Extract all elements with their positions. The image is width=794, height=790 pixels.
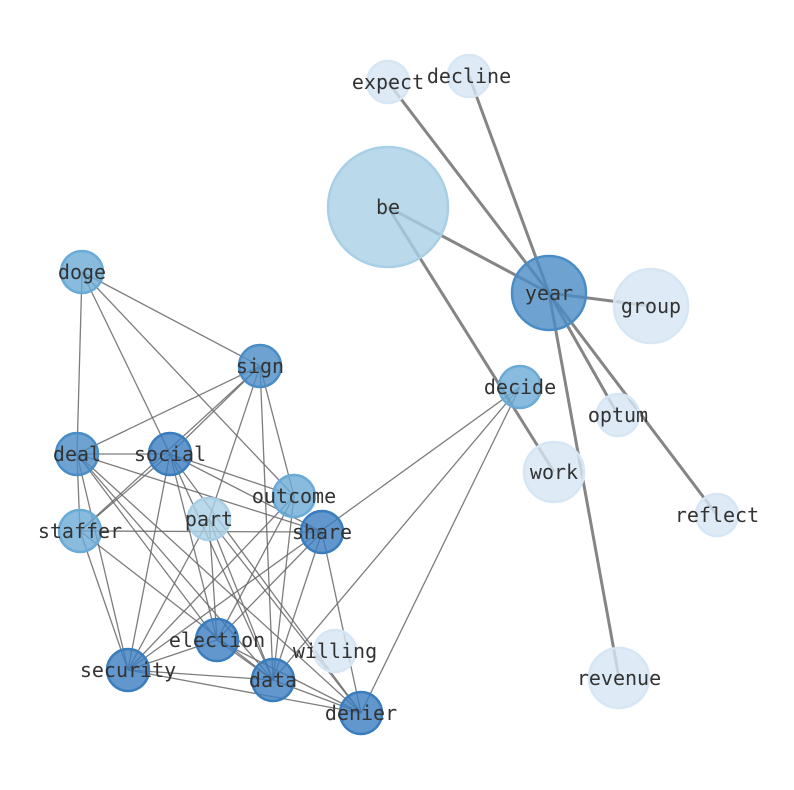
edge-social-data: [169, 453, 274, 681]
node-data[interactable]: [250, 657, 296, 703]
edge-security-denier: [127, 669, 362, 714]
node-label-staffer: staffer: [38, 519, 122, 543]
edge-expect-year: [386, 81, 551, 294]
node-label-share: share: [292, 520, 352, 544]
edge-deal-security: [76, 453, 129, 671]
node-social[interactable]: [147, 431, 193, 477]
node-work[interactable]: [522, 440, 586, 504]
edge-sign-outcome: [259, 365, 295, 497]
edge-social-share: [169, 453, 323, 533]
edge-decline-year: [467, 75, 551, 294]
edge-year-revenue: [547, 292, 621, 679]
node-label-decide: decide: [484, 375, 556, 399]
nodes-layer: [54, 53, 740, 736]
node-be[interactable]: [326, 145, 450, 269]
node-denier[interactable]: [338, 690, 384, 736]
node-label-year: year: [525, 281, 573, 305]
edge-share-denier: [321, 531, 362, 714]
node-decide[interactable]: [497, 364, 543, 410]
edge-share-election: [216, 531, 323, 641]
node-decline[interactable]: [446, 53, 492, 99]
node-label-sign: sign: [236, 354, 284, 378]
edge-staffer-security: [79, 530, 129, 671]
node-label-be: be: [376, 195, 400, 219]
node-label-deal: deal: [53, 442, 101, 466]
node-label-work: work: [530, 460, 578, 484]
edge-part-data: [208, 518, 274, 681]
edge-sign-part: [208, 365, 261, 520]
node-reflect[interactable]: [694, 492, 740, 538]
node-optum[interactable]: [595, 392, 641, 438]
edge-security-data: [127, 669, 274, 681]
node-label-decline: decline: [427, 64, 511, 88]
node-revenue[interactable]: [587, 646, 651, 710]
edge-doge-deal: [76, 271, 83, 455]
node-label-reflect: reflect: [675, 503, 759, 527]
node-label-optum: optum: [588, 403, 648, 427]
node-label-data: data: [249, 668, 297, 692]
node-part[interactable]: [186, 496, 232, 542]
edge-share-data: [272, 531, 323, 681]
edge-doge-outcome: [81, 271, 295, 497]
node-label-denier: denier: [325, 701, 397, 725]
node-staffer[interactable]: [57, 508, 103, 554]
edge-decide-denier: [360, 386, 521, 714]
node-expect[interactable]: [365, 59, 411, 105]
edge-social-security: [127, 453, 171, 671]
node-deal[interactable]: [54, 431, 100, 477]
node-year[interactable]: [510, 254, 588, 332]
node-label-security: security: [80, 658, 176, 682]
edge-part-denier: [208, 518, 362, 714]
node-doge[interactable]: [59, 249, 105, 295]
node-security[interactable]: [105, 647, 151, 693]
node-group[interactable]: [612, 267, 690, 345]
node-share[interactable]: [299, 509, 345, 555]
edge-decide-data: [272, 386, 521, 681]
edge-outcome-data: [272, 495, 295, 681]
node-sign[interactable]: [237, 343, 283, 389]
node-label-part: part: [185, 507, 233, 531]
edge-staffer-data: [79, 530, 274, 681]
edge-sign-deal: [76, 365, 261, 455]
edge-outcome-security: [127, 495, 295, 671]
edge-part-security: [127, 518, 210, 671]
node-election[interactable]: [194, 617, 240, 663]
edge-deal-denier: [76, 453, 362, 714]
edge-sign-data: [259, 365, 274, 681]
edge-deal-election: [76, 453, 218, 641]
edge-outcome-election: [216, 495, 295, 641]
edge-deal-data: [76, 453, 274, 681]
node-label-revenue: revenue: [577, 666, 661, 690]
node-label-willing: willing: [293, 639, 377, 663]
node-outcome[interactable]: [271, 473, 317, 519]
node-label-election: election: [169, 628, 265, 652]
node-label-outcome: outcome: [252, 484, 336, 508]
edge-doge-social: [81, 271, 171, 455]
node-label-expect: expect: [352, 70, 424, 94]
edge-doge-sign: [81, 271, 261, 367]
node-label-group: group: [621, 294, 681, 318]
node-label-doge: doge: [58, 260, 106, 284]
node-label-social: social: [134, 442, 206, 466]
node-willing[interactable]: [312, 628, 358, 674]
